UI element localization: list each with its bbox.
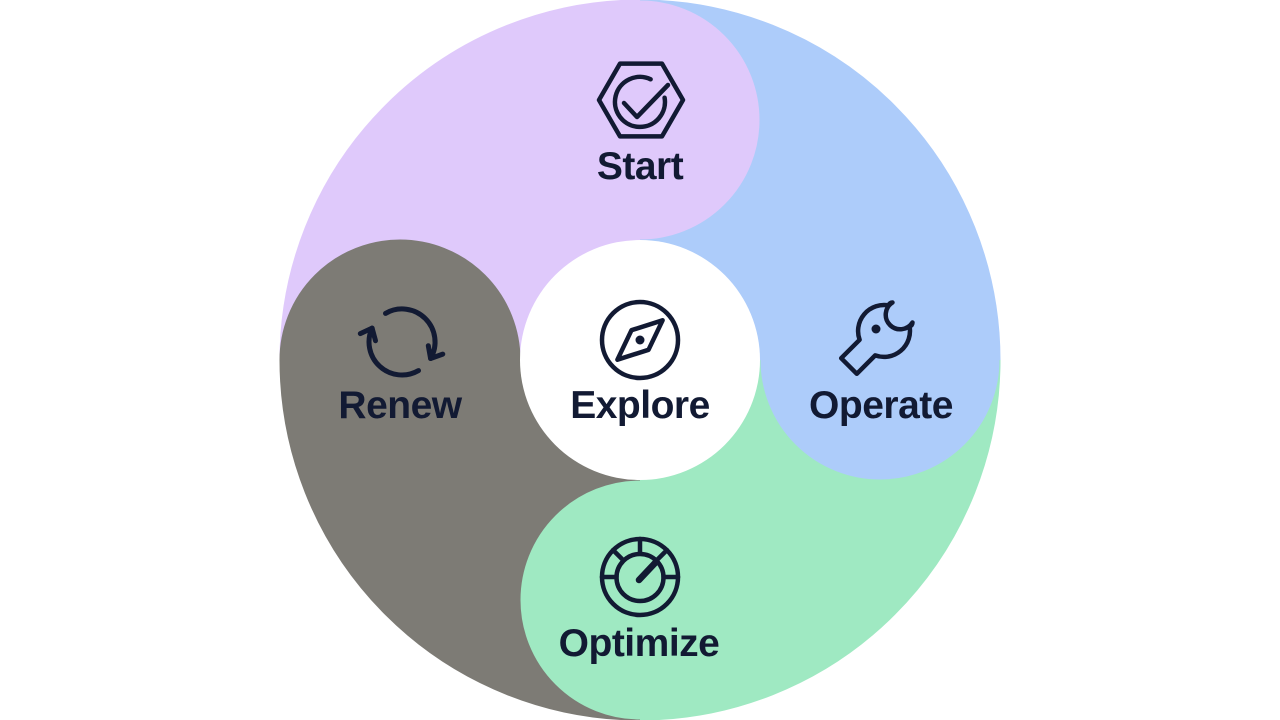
refresh-cycle-icon	[357, 306, 446, 378]
compass-icon	[599, 299, 681, 381]
wrench-icon	[838, 300, 915, 377]
center-label-explore: Explore	[570, 384, 710, 427]
segment-label-start: Start	[596, 145, 684, 188]
hexagon-check-icon	[596, 61, 686, 139]
segment-label-operate: Operate	[809, 384, 953, 427]
gauge-icon	[599, 536, 681, 618]
segment-label-renew: Renew	[338, 384, 462, 427]
center-circle	[520, 240, 760, 480]
segment-label-optimize: Optimize	[558, 622, 720, 665]
